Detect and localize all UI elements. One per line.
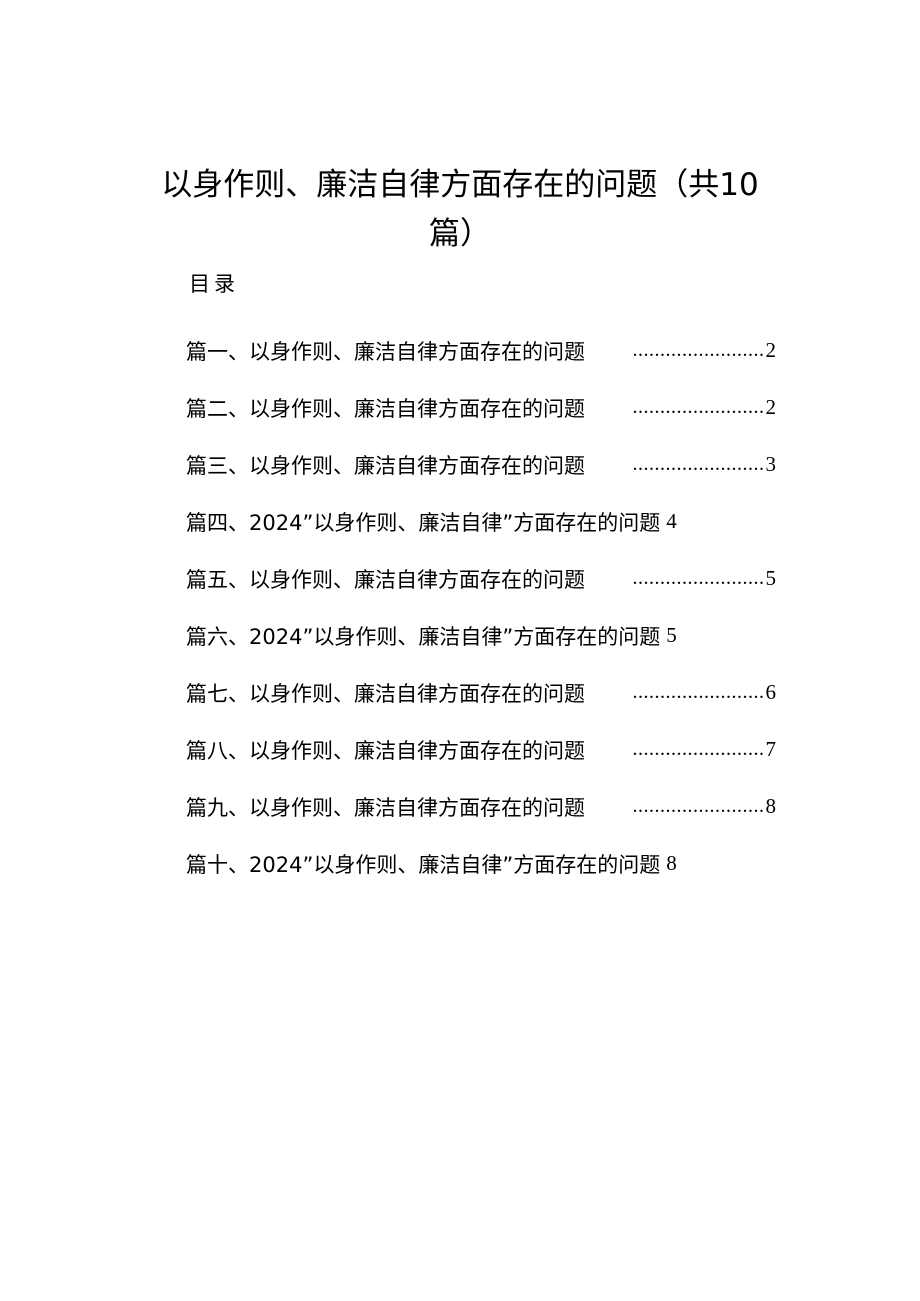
toc-entry-title: 篇一、以身作则、廉洁自律方面存在的问题 — [186, 339, 585, 364]
toc-page-number: 2 — [765, 395, 777, 419]
toc-heading: 目录 — [189, 272, 239, 296]
toc-entry-title: 篇三、以身作则、廉洁自律方面存在的问题 — [186, 453, 585, 478]
toc-entry-title: 篇二、以身作则、廉洁自律方面存在的问题 — [186, 396, 585, 421]
toc-entry-title: 篇四、2024”以身作则、廉洁自律”方面存在的问题 — [186, 510, 661, 535]
document-title: 以身作则、廉洁自律方面存在的问题（共10篇） — [161, 166, 759, 252]
toc-dot-leader: ........................ — [632, 453, 765, 475]
toc-dot-leader: ........................ — [632, 681, 765, 703]
toc-entry-title: 篇十、2024”以身作则、廉洁自律”方面存在的问题 — [186, 852, 661, 877]
toc-entry-title: 篇九、以身作则、廉洁自律方面存在的问题 — [186, 795, 585, 820]
toc-page-number: 4 — [666, 509, 677, 533]
toc-entry-title: 篇七、以身作则、廉洁自律方面存在的问题 — [186, 681, 585, 706]
toc-page-number: 5 — [765, 566, 777, 590]
toc-dot-leader: ........................ — [632, 795, 765, 817]
toc-entry-title: 篇五、以身作则、廉洁自律方面存在的问题 — [186, 567, 585, 592]
toc-page-number: 5 — [666, 623, 677, 647]
toc-entry[interactable]: 篇一、以身作则、廉洁自律方面存在的问题.....................… — [186, 322, 776, 379]
toc-entry-title: 篇六、2024”以身作则、廉洁自律”方面存在的问题 — [186, 624, 661, 649]
toc-entry[interactable]: 篇五、以身作则、廉洁自律方面存在的问题.....................… — [186, 550, 776, 607]
toc-entry[interactable]: 篇七、以身作则、廉洁自律方面存在的问题.....................… — [186, 664, 776, 721]
toc-page-number: 8 — [666, 851, 677, 875]
toc-dot-leader: ........................ — [632, 396, 765, 418]
toc-entry[interactable]: 篇二、以身作则、廉洁自律方面存在的问题.....................… — [186, 379, 776, 436]
toc-page-number: 8 — [765, 794, 777, 818]
toc-entry-title: 篇八、以身作则、廉洁自律方面存在的问题 — [186, 738, 585, 763]
table-of-contents: 篇一、以身作则、廉洁自律方面存在的问题.....................… — [186, 322, 776, 892]
toc-page-number: 6 — [765, 680, 777, 704]
toc-dot-leader: ........................ — [632, 567, 765, 589]
toc-entry[interactable]: 篇三、以身作则、廉洁自律方面存在的问题.....................… — [186, 436, 776, 493]
toc-entry[interactable]: 篇九、以身作则、廉洁自律方面存在的问题.....................… — [186, 778, 776, 835]
toc-entry[interactable]: 篇八、以身作则、廉洁自律方面存在的问题.....................… — [186, 721, 776, 778]
toc-dot-leader: ........................ — [632, 339, 765, 361]
toc-page-number: 3 — [765, 452, 777, 476]
toc-page-number: 2 — [765, 338, 777, 362]
toc-page-number: 7 — [765, 737, 777, 761]
toc-dot-leader: ........................ — [632, 738, 765, 760]
